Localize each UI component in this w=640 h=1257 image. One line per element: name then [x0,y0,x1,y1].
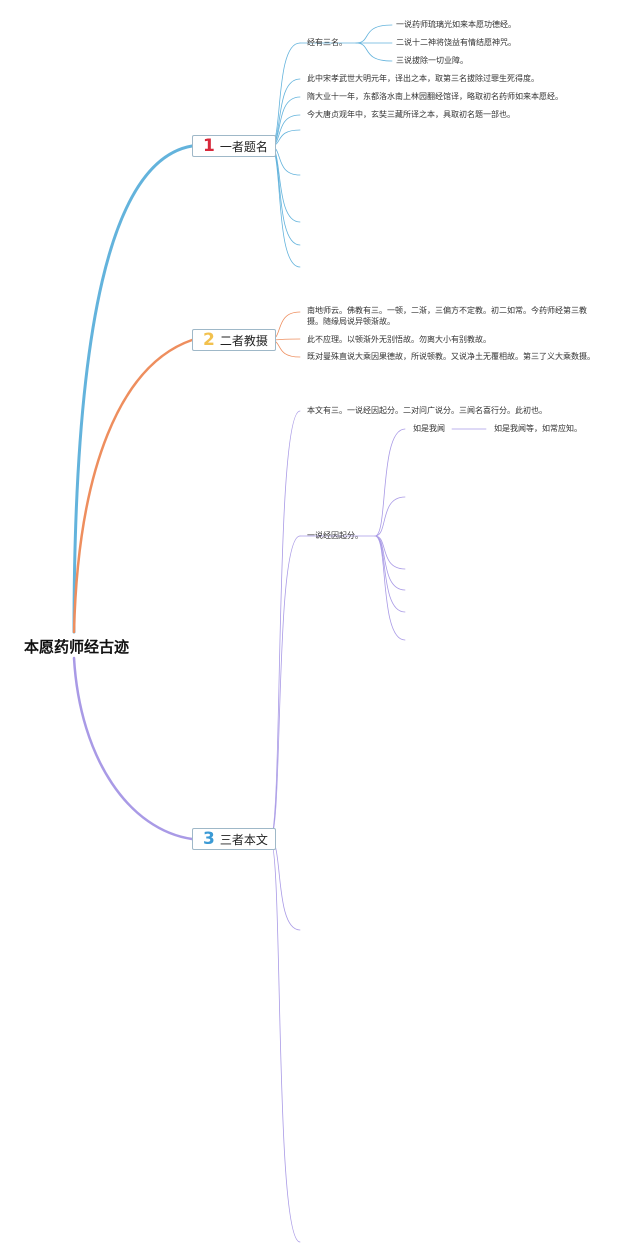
link-b3-3 [269,838,301,1243]
topic-name-1[interactable]: 一说药师琉璃光如来本愿功德经。 [396,20,516,29]
link-section-5 [374,535,406,641]
topic-thus-heard-note[interactable]: 如是我闻等，如常应知。 [494,424,582,433]
branch-number-2: 2 [203,329,215,350]
topic-name-3[interactable]: 三说拔除一切业障。 [396,56,468,65]
topic-name-2[interactable]: 二说十二神将饶益有情结愿神咒。 [396,38,516,47]
topic-mahayana[interactable]: 既对曼殊直说大乘因果德故，所说顿教。又说净土无覆相故。第三了义大乘数摄。 [307,352,595,361]
link-root-branch-3 [72,656,194,841]
topic-origin-section[interactable]: 一说经因起分。 [307,531,363,540]
topic-tang-translation[interactable]: 今大唐贞观年中，玄奘三藏所译之本，具取初名题一部也。 [307,110,515,119]
branch-label-1: 一者题名 [219,139,268,154]
branch-label-2: 二者教摄 [219,333,268,348]
link-names-2 [355,42,393,62]
link-b1-7 [269,145,301,246]
topic-refutation[interactable]: 此不应理。以顿渐外无别悟故。勿离大小有别教故。 [307,335,491,344]
link-names-0 [355,24,393,44]
link-section-0 [374,428,406,537]
link-b3-0 [269,410,301,840]
topic-sui-translation[interactable]: 隋大业十一年，东都洛水南上林园翻经馆译，略取初名药师如来本愿经。 [307,92,563,101]
root-topic[interactable]: 本愿药师经古迹 [24,638,130,656]
topic-three-names[interactable]: 经有三名。 [307,38,347,47]
link-root-branch-1 [72,144,194,634]
branch-label-3: 三者本文 [219,832,268,847]
link-section-1 [374,496,406,537]
branch-topic-3[interactable]: 3 三者本文 [192,828,276,850]
branch-topic-1[interactable]: 1 一者题名 [192,135,276,157]
topic-thus-heard[interactable]: 如是我闻 [413,424,445,433]
link-b1-6 [269,145,301,223]
topic-three-parts[interactable]: 本文有三。一说经因起分。二对问广说分。三闻名喜行分。此初也。 [307,406,547,415]
link-section-4 [374,535,406,613]
branch-number-1: 1 [203,135,215,156]
link-b3-2 [269,838,301,931]
branch-topic-2[interactable]: 2 二者教摄 [192,329,276,351]
topic-song-translation[interactable]: 此中宋孝武世大明元年，译出之本，取第三名拔除过罪生死得度。 [307,74,539,83]
link-b3-1 [269,535,301,840]
link-section-3 [374,535,406,591]
branch-number-3: 3 [203,828,215,849]
topic-southern-teachers[interactable]: 南地师云。佛教有三。一顿，二渐，三偏方不定教。初二如常。今药师经第三教摄。随缘局… [307,306,587,326]
link-root-branch-2 [72,338,194,634]
